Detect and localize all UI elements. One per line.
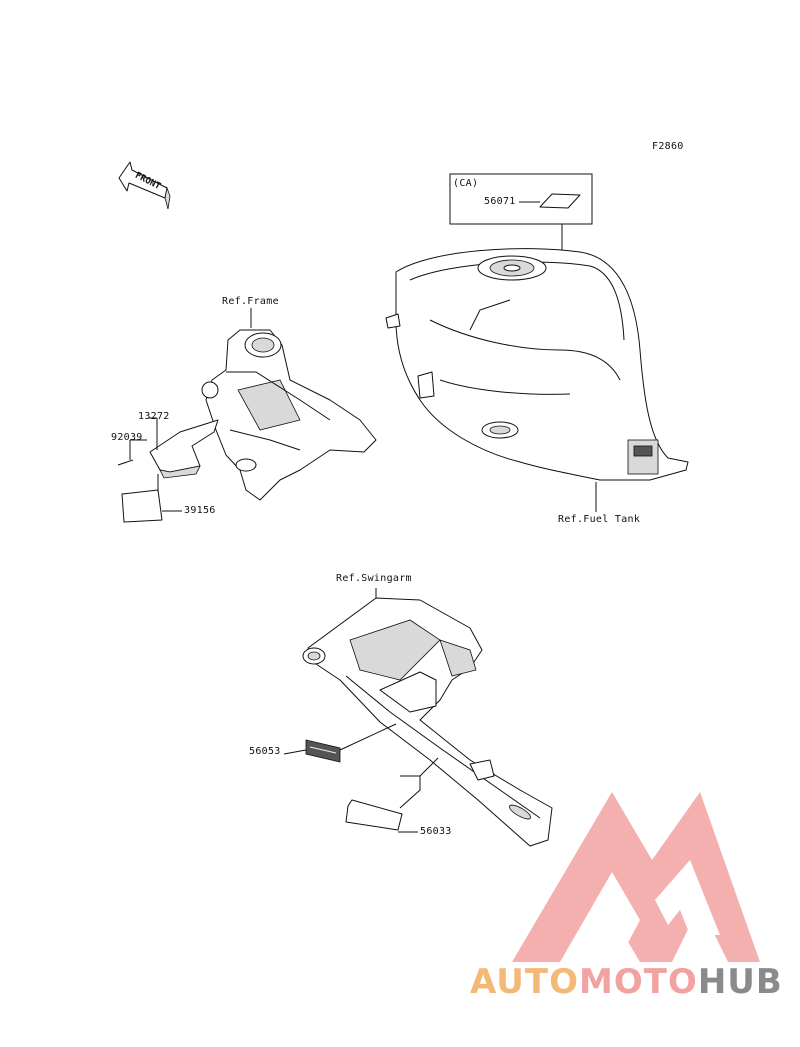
swingarm-drawing — [283, 588, 553, 847]
front-arrow-icon: FRONT — [118, 161, 171, 210]
watermark-moto: MOTO — [578, 962, 698, 1002]
part-number-13272: 13272 — [138, 411, 170, 422]
watermark-auto: AUTO — [470, 962, 579, 1002]
fuel-tank-drawing — [385, 248, 689, 512]
ca-region-label: (CA) — [453, 178, 479, 189]
ref-fuel-tank-label: Ref.Fuel Tank — [558, 514, 641, 525]
figure-id: F2860 — [652, 141, 684, 152]
watermark-hub: HUB — [697, 962, 783, 1002]
part-number-56071: 56071 — [484, 196, 516, 207]
ca-label-box — [449, 173, 593, 298]
automotohub-logo-icon — [512, 792, 760, 962]
part-number-39156: 39156 — [184, 505, 216, 516]
ref-swingarm-label: Ref.Swingarm — [336, 573, 412, 584]
part-number-56033: 56033 — [420, 826, 452, 837]
part-number-92039: 92039 — [111, 432, 143, 443]
automotohub-watermark: AUTOMOTOHUB — [470, 962, 783, 1002]
part-number-56053: 56053 — [249, 746, 281, 757]
ref-frame-label: Ref.Frame — [222, 296, 279, 307]
frame-drawing — [117, 308, 377, 523]
